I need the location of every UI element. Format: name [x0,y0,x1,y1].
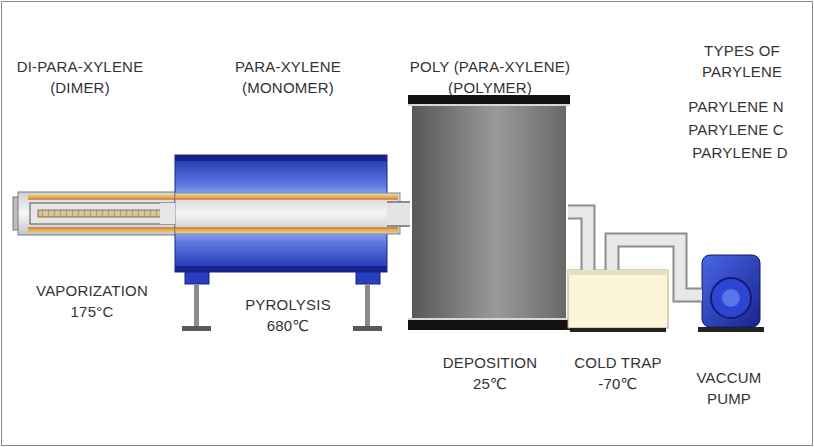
stage-label: PYROLYSIS 680℃ [234,294,342,336]
vacuum-pump [698,255,764,332]
parylene-type: PARYLENE N [676,96,796,117]
pipe-wall [612,240,702,295]
stage-label: VAPORIZATION 175°C [26,280,158,322]
vaporizer-unit: DI-PARA-XYLENE (DIMER)VAPORIZATION 175°C [18,192,160,235]
pipe-connector [160,213,175,214]
parylene-type: PARYLENE C [676,119,796,140]
chemical-label: PARA-XYLENE (MONOMER) [219,56,357,98]
stage-label: VACCUM PUMP [687,367,771,409]
pipe-bore [612,240,702,295]
deposition-chamber: POLY (PARA-XYLENE) (POLYMER)DEPOSITION 2… [410,95,568,332]
deposition-chamber [408,95,570,330]
pipe-bore [568,212,588,270]
vaporizer [13,192,180,235]
pipe-bore [160,203,175,224]
chemical-label: POLY (PARA-XYLENE) (POLYMER) [399,56,581,98]
chemical-label: DI-PARA-XYLENE (DIMER) [5,56,155,98]
cold-trap: COLD TRAP -70℃ [568,270,668,332]
stage-label: COLD TRAP -70℃ [568,352,668,394]
pipe-wall [568,212,588,270]
vacuum-pump: VACCUM PUMP [702,255,760,332]
cold-trap [568,270,668,332]
pipe-connector [568,212,588,270]
parylene-type: PARYLENE D [680,142,800,163]
pipe-connector [387,214,410,215]
pyrolysis-furnace: PARA-XYLENE (MONOMER)PYROLYSIS 680℃ [175,155,387,272]
legend-heading: TYPES OF PARYLENE [680,40,804,82]
pipe-bore [387,203,410,225]
pipe-wall [387,201,410,227]
stage-label: DEPOSITION 25℃ [431,352,549,394]
pipe-connector [612,240,702,295]
